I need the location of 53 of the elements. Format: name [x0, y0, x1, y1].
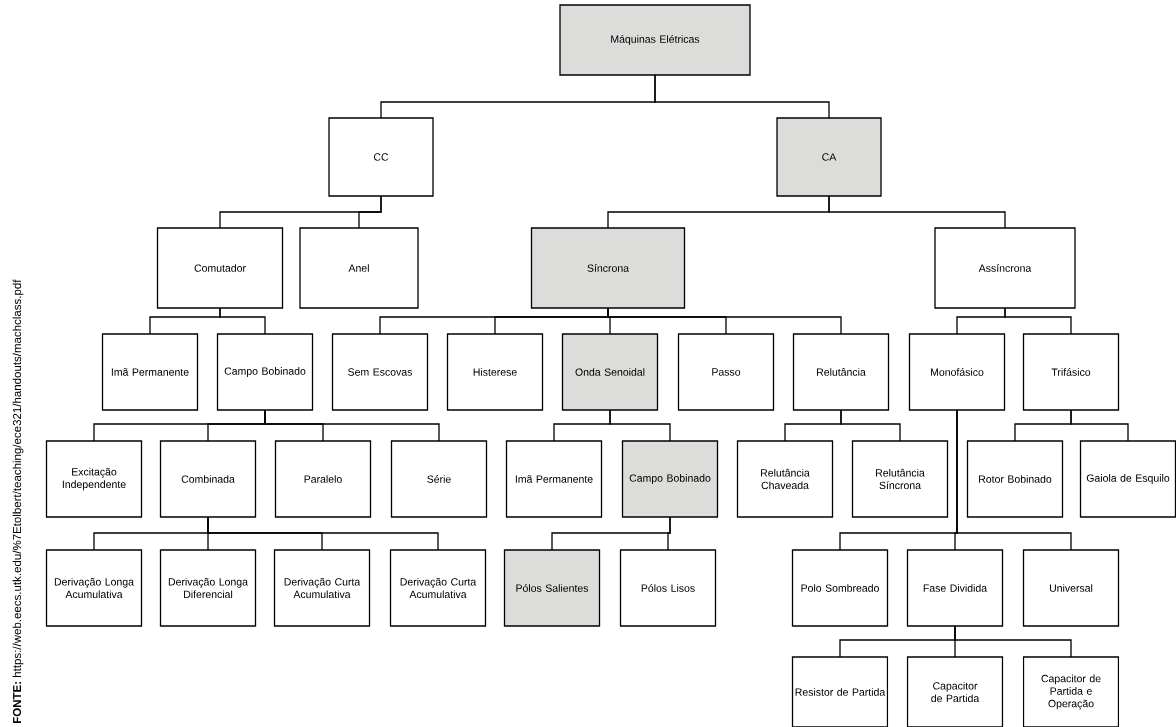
category-box: Derivação Longa Diferencial [159, 549, 257, 627]
category-box: Trifásico [1022, 333, 1120, 411]
connector [264, 409, 440, 442]
category-box: Síncrona [530, 227, 686, 309]
connector [667, 516, 671, 551]
connector [654, 74, 830, 119]
category-box: Monofásico [908, 333, 1006, 411]
connector [956, 409, 1072, 551]
category-box: Comutador [156, 227, 284, 309]
category-box: Excitação Independente [45, 440, 143, 518]
category-box: CA [776, 117, 882, 197]
connector [1070, 409, 1129, 442]
category-box: Fase Dividida [906, 549, 1004, 627]
category-box: Relutância Chaveada [736, 440, 834, 518]
category-box: Derivação Curta Acumulativa [389, 549, 487, 627]
category-box: Derivação Curta Acumulativa [273, 549, 371, 627]
category-box: Combinada [159, 440, 257, 518]
category-box: Campo Bobinado [216, 333, 314, 411]
connector [954, 625, 1072, 658]
connector [358, 195, 382, 229]
category-box: Série [390, 440, 488, 518]
category-box: Sem Escovas [331, 333, 429, 411]
category-box: Pólos Lisos [619, 549, 717, 627]
category-box: Paralelo [274, 440, 372, 518]
category-box: Rotor Bobinado [966, 440, 1064, 518]
category-box: Imã Permanente [505, 440, 603, 518]
category-box: Gaiola de Esquilo [1079, 440, 1176, 518]
connector [607, 307, 842, 335]
connector [207, 516, 439, 551]
category-box: Polo Sombreado [791, 549, 889, 627]
category-box: Pólos Salientes [503, 549, 601, 627]
category-box: Universal [1022, 549, 1120, 627]
connector [1004, 307, 1072, 335]
category-box: Capacitor de Partida e Operação [1022, 656, 1120, 727]
category-box: Campo Bobinado [621, 440, 719, 518]
category-box: Máquinas Elétricas [559, 4, 751, 76]
category-box: Relutância [792, 333, 890, 411]
connector [828, 195, 1006, 229]
connector [219, 307, 266, 335]
category-box: Histerese [446, 333, 544, 411]
connector [840, 409, 901, 442]
category-box: Derivação Longa Acumulativa [45, 549, 143, 627]
category-box: CC [328, 117, 434, 197]
category-box: Assíncrona [934, 227, 1076, 309]
connector [609, 409, 671, 442]
category-box: Passo [677, 333, 775, 411]
category-box: Onda Senoidal [561, 333, 659, 411]
category-box: Relutância Síncrona [851, 440, 949, 518]
category-box: Anel [299, 227, 419, 309]
source-note: FONTE: https://web.eecs.utk.edu/%7Etolbert/teaching/ece321/handouts/machclass.pdf [12, 279, 24, 723]
category-box: Capacitor de Partida [906, 656, 1004, 727]
category-box: Resistor de Partida [791, 656, 889, 727]
category-box: Imã Permanente [101, 333, 199, 411]
